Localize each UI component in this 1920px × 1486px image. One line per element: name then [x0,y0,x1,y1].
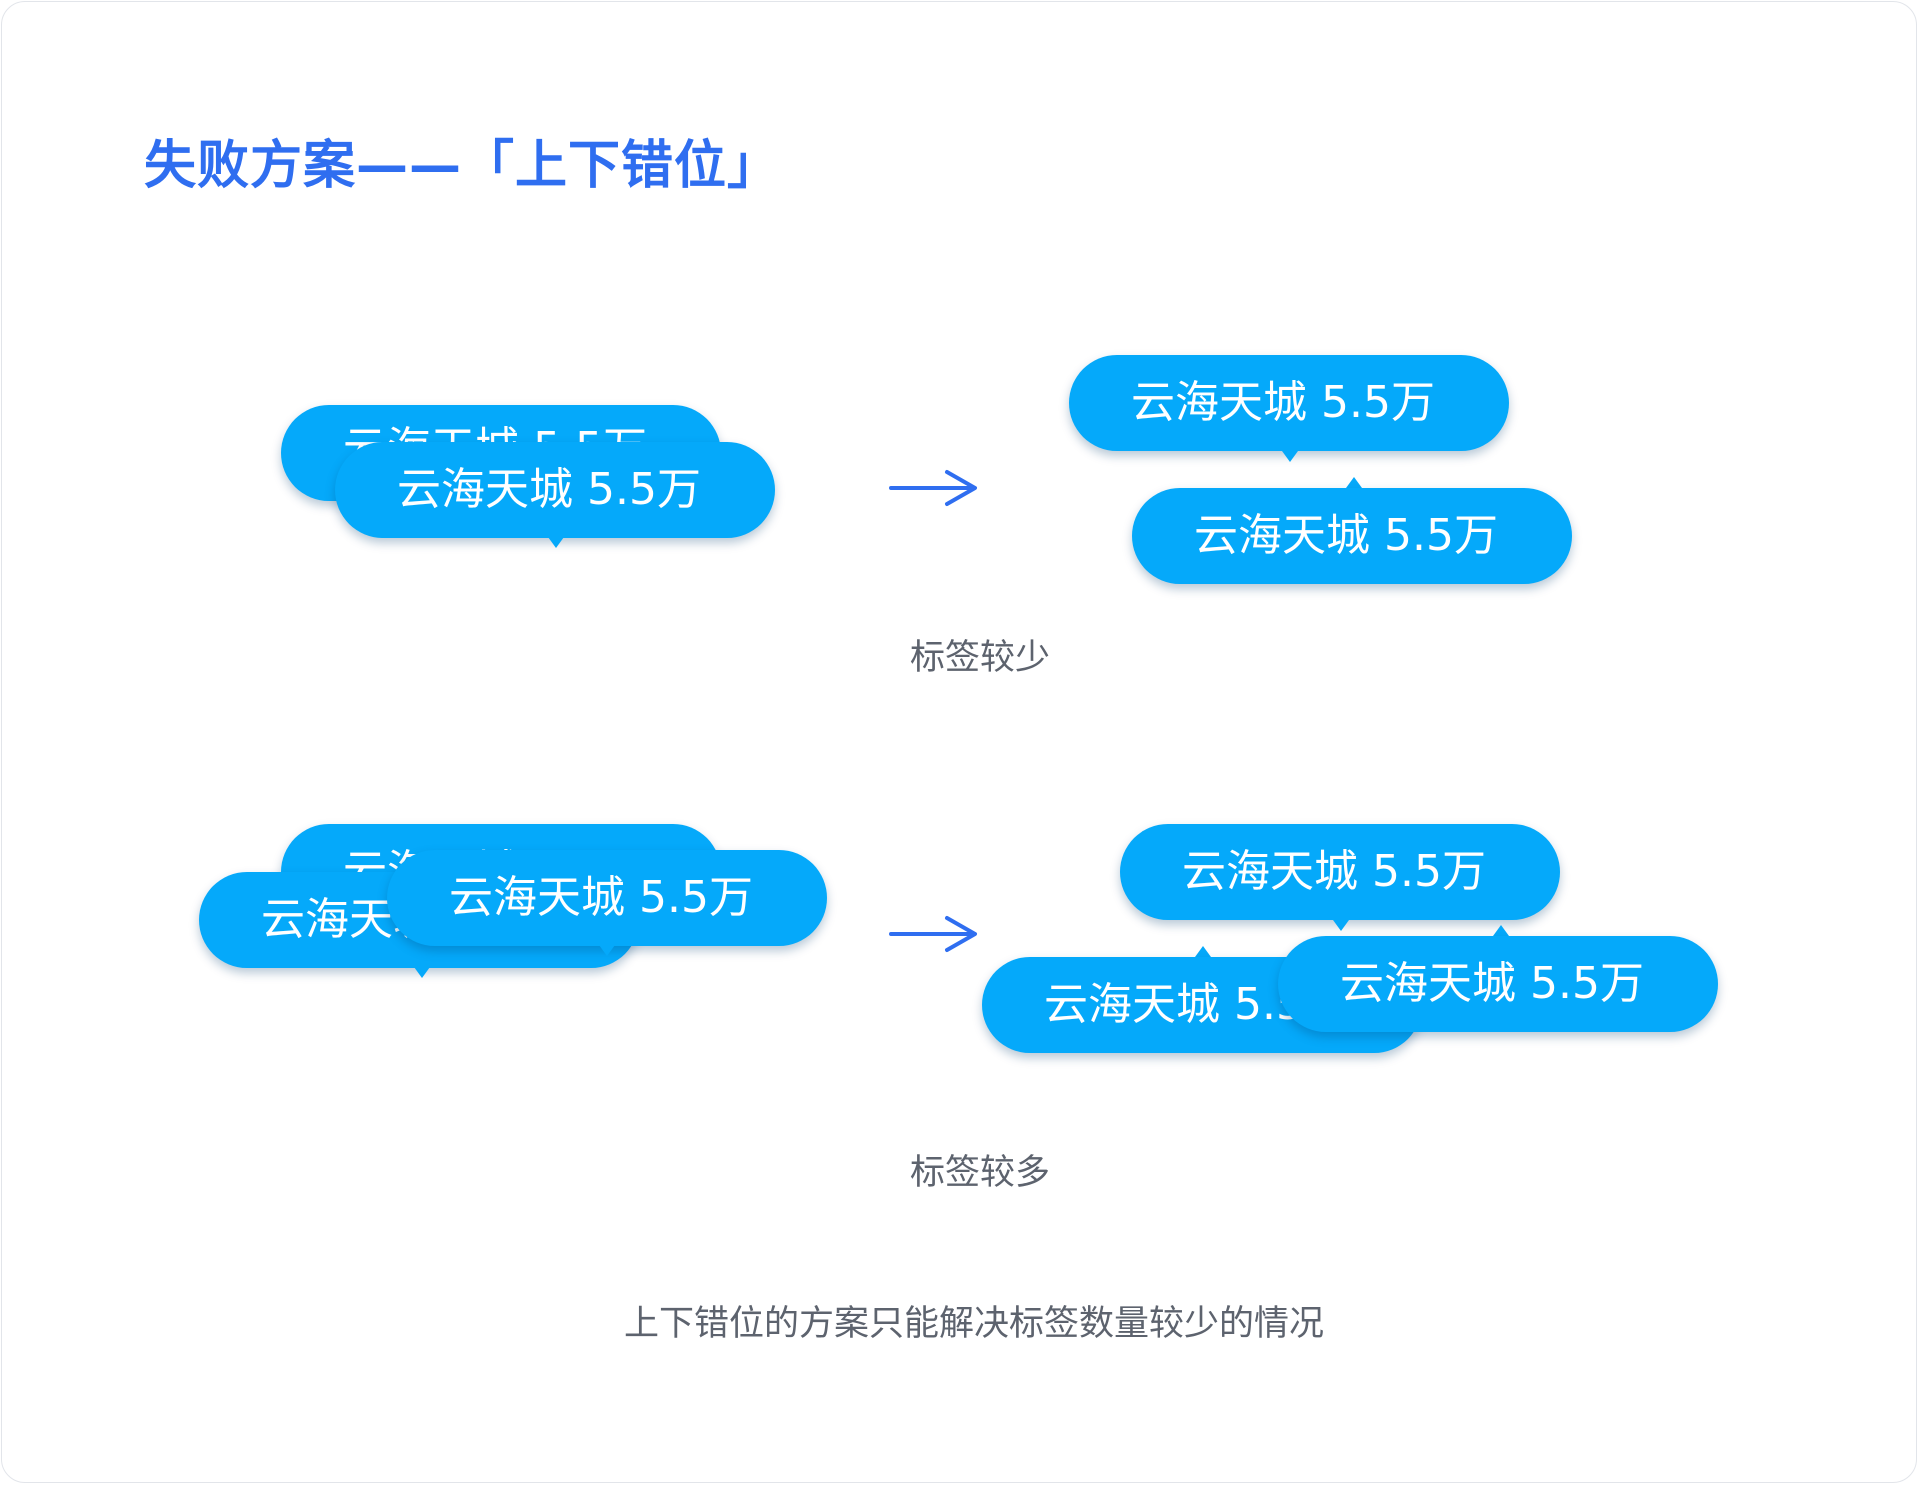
summary-text: 上下错位的方案只能解决标签数量较少的情况 [624,1304,1325,1344]
tag-pointer [414,967,430,978]
tag-bubble-many-after-bottom-right: 云海天城 5.5万 [1278,936,1718,1032]
tag-pointer [1346,477,1362,488]
caption-few-tags: 标签较少 [910,638,1051,678]
page-title: 失败方案——「上下错位」 [144,136,781,196]
tag-pointer [1493,925,1509,936]
arrow-right-icon [889,470,977,506]
tag-label: 云海天城 5.5万 [397,464,701,515]
tag-bubble-few-after-bottom: 云海天城 5.5万 [1132,488,1572,584]
tag-bubble-many-before-front: 云海天城 5.5万 [387,850,827,946]
tag-pointer [548,537,564,548]
tag-label: 云海天城 5.5万 [1340,958,1644,1009]
tag-label: 云海天城 5.5万 [1182,846,1486,897]
tag-label: 云海天城 5.5万 [449,872,753,923]
tag-bubble-few-before-front: 云海天城 5.5万 [335,442,775,538]
caption-many-tags: 标签较多 [910,1153,1051,1193]
arrow-right-icon [889,916,977,952]
tag-pointer [1282,451,1298,462]
tag-bubble-few-after-top: 云海天城 5.5万 [1069,355,1509,451]
tag-pointer [599,945,615,956]
tag-bubble-many-after-top: 云海天城 5.5万 [1120,824,1560,920]
tag-label: 云海天城 5.5万 [1131,377,1435,428]
tag-pointer [1195,946,1211,957]
tag-pointer [1333,920,1349,931]
tag-label: 云海天城 5.5万 [1194,510,1498,561]
